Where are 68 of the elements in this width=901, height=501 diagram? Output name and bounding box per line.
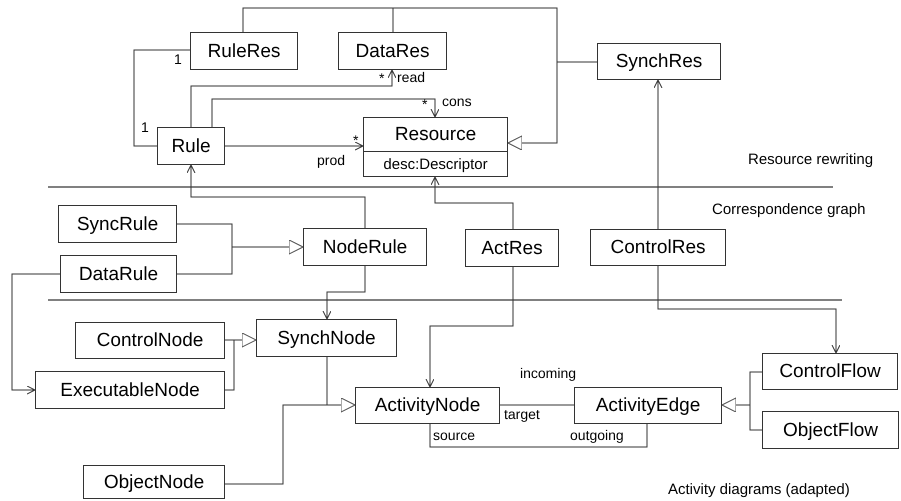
class-name: ControlNode <box>96 331 204 350</box>
class-box <box>597 43 721 80</box>
association-arrow <box>212 98 440 128</box>
association-arrow <box>224 142 364 150</box>
multiplicity-label: * <box>422 97 428 111</box>
association-line <box>134 50 190 146</box>
class-name: DataRes <box>356 42 430 60</box>
class-box <box>338 32 447 70</box>
generalization-arrow <box>508 62 598 150</box>
class-name: Rule <box>171 136 211 156</box>
class-box <box>75 322 225 359</box>
association-arrow <box>12 274 60 394</box>
association-arrow <box>430 176 514 230</box>
multiplicity-label: 1 <box>174 52 182 66</box>
association-arrow <box>186 164 366 228</box>
class-box <box>574 387 722 424</box>
class-name: ObjectNode <box>104 472 204 492</box>
class-box <box>256 319 397 357</box>
class-box <box>303 228 427 266</box>
generalization-arrow <box>224 332 256 390</box>
section-label: Correspondence graph <box>712 202 866 217</box>
class-name: NodeRule <box>322 238 408 256</box>
class-name: SyncRule <box>76 214 158 234</box>
class-box <box>35 371 225 409</box>
class-name: ActRes <box>481 238 543 258</box>
role-label: outgoing <box>570 428 624 442</box>
class-box <box>190 32 298 70</box>
section-label: Activity diagrams (adapted) <box>668 482 850 497</box>
class-box <box>355 387 500 424</box>
class-box <box>762 411 899 449</box>
class-box <box>83 465 225 499</box>
class-name: ObjectFlow <box>782 420 878 440</box>
generalization-arrow <box>722 398 762 430</box>
class-name: ControlFlow <box>779 362 881 381</box>
section-label: Resource rewriting <box>748 152 874 167</box>
generalization-arrow <box>176 240 304 274</box>
class-name: ExecutableNode <box>60 380 200 400</box>
association-line <box>500 404 574 406</box>
class-box <box>58 205 177 243</box>
edge-label: prod <box>316 153 346 167</box>
association-line <box>430 424 648 448</box>
class-box <box>762 353 898 390</box>
association-arrow <box>426 266 514 388</box>
class-name: SynchRes <box>616 52 702 71</box>
class-box <box>363 117 508 177</box>
multiplicity-label: * <box>353 133 358 147</box>
class-box <box>465 229 559 267</box>
class-name: RuleRes <box>208 42 280 60</box>
class-box <box>60 255 177 293</box>
multiplicity-label: * <box>379 71 384 85</box>
association-arrow <box>322 266 366 320</box>
class-name: Resource <box>394 125 476 144</box>
association-arrow <box>658 266 840 354</box>
class-name: ControlRes <box>610 238 706 257</box>
class-name: SynchNode <box>277 328 376 348</box>
association-arrow <box>190 70 396 128</box>
class-name: ActivityEdge <box>596 396 700 415</box>
edge-label: read <box>396 70 426 84</box>
class-name: DataRule <box>78 264 158 284</box>
multiplicity-label: 1 <box>141 120 149 134</box>
class-box <box>157 127 225 165</box>
class-name: ActivityNode <box>374 396 480 415</box>
class-box <box>590 229 726 266</box>
role-label: incoming <box>520 366 576 380</box>
generalization-arrow <box>224 398 356 484</box>
edge-label: target <box>503 407 541 421</box>
class-attribute: desc:Descriptor <box>383 156 488 172</box>
association-arrow <box>654 80 662 230</box>
